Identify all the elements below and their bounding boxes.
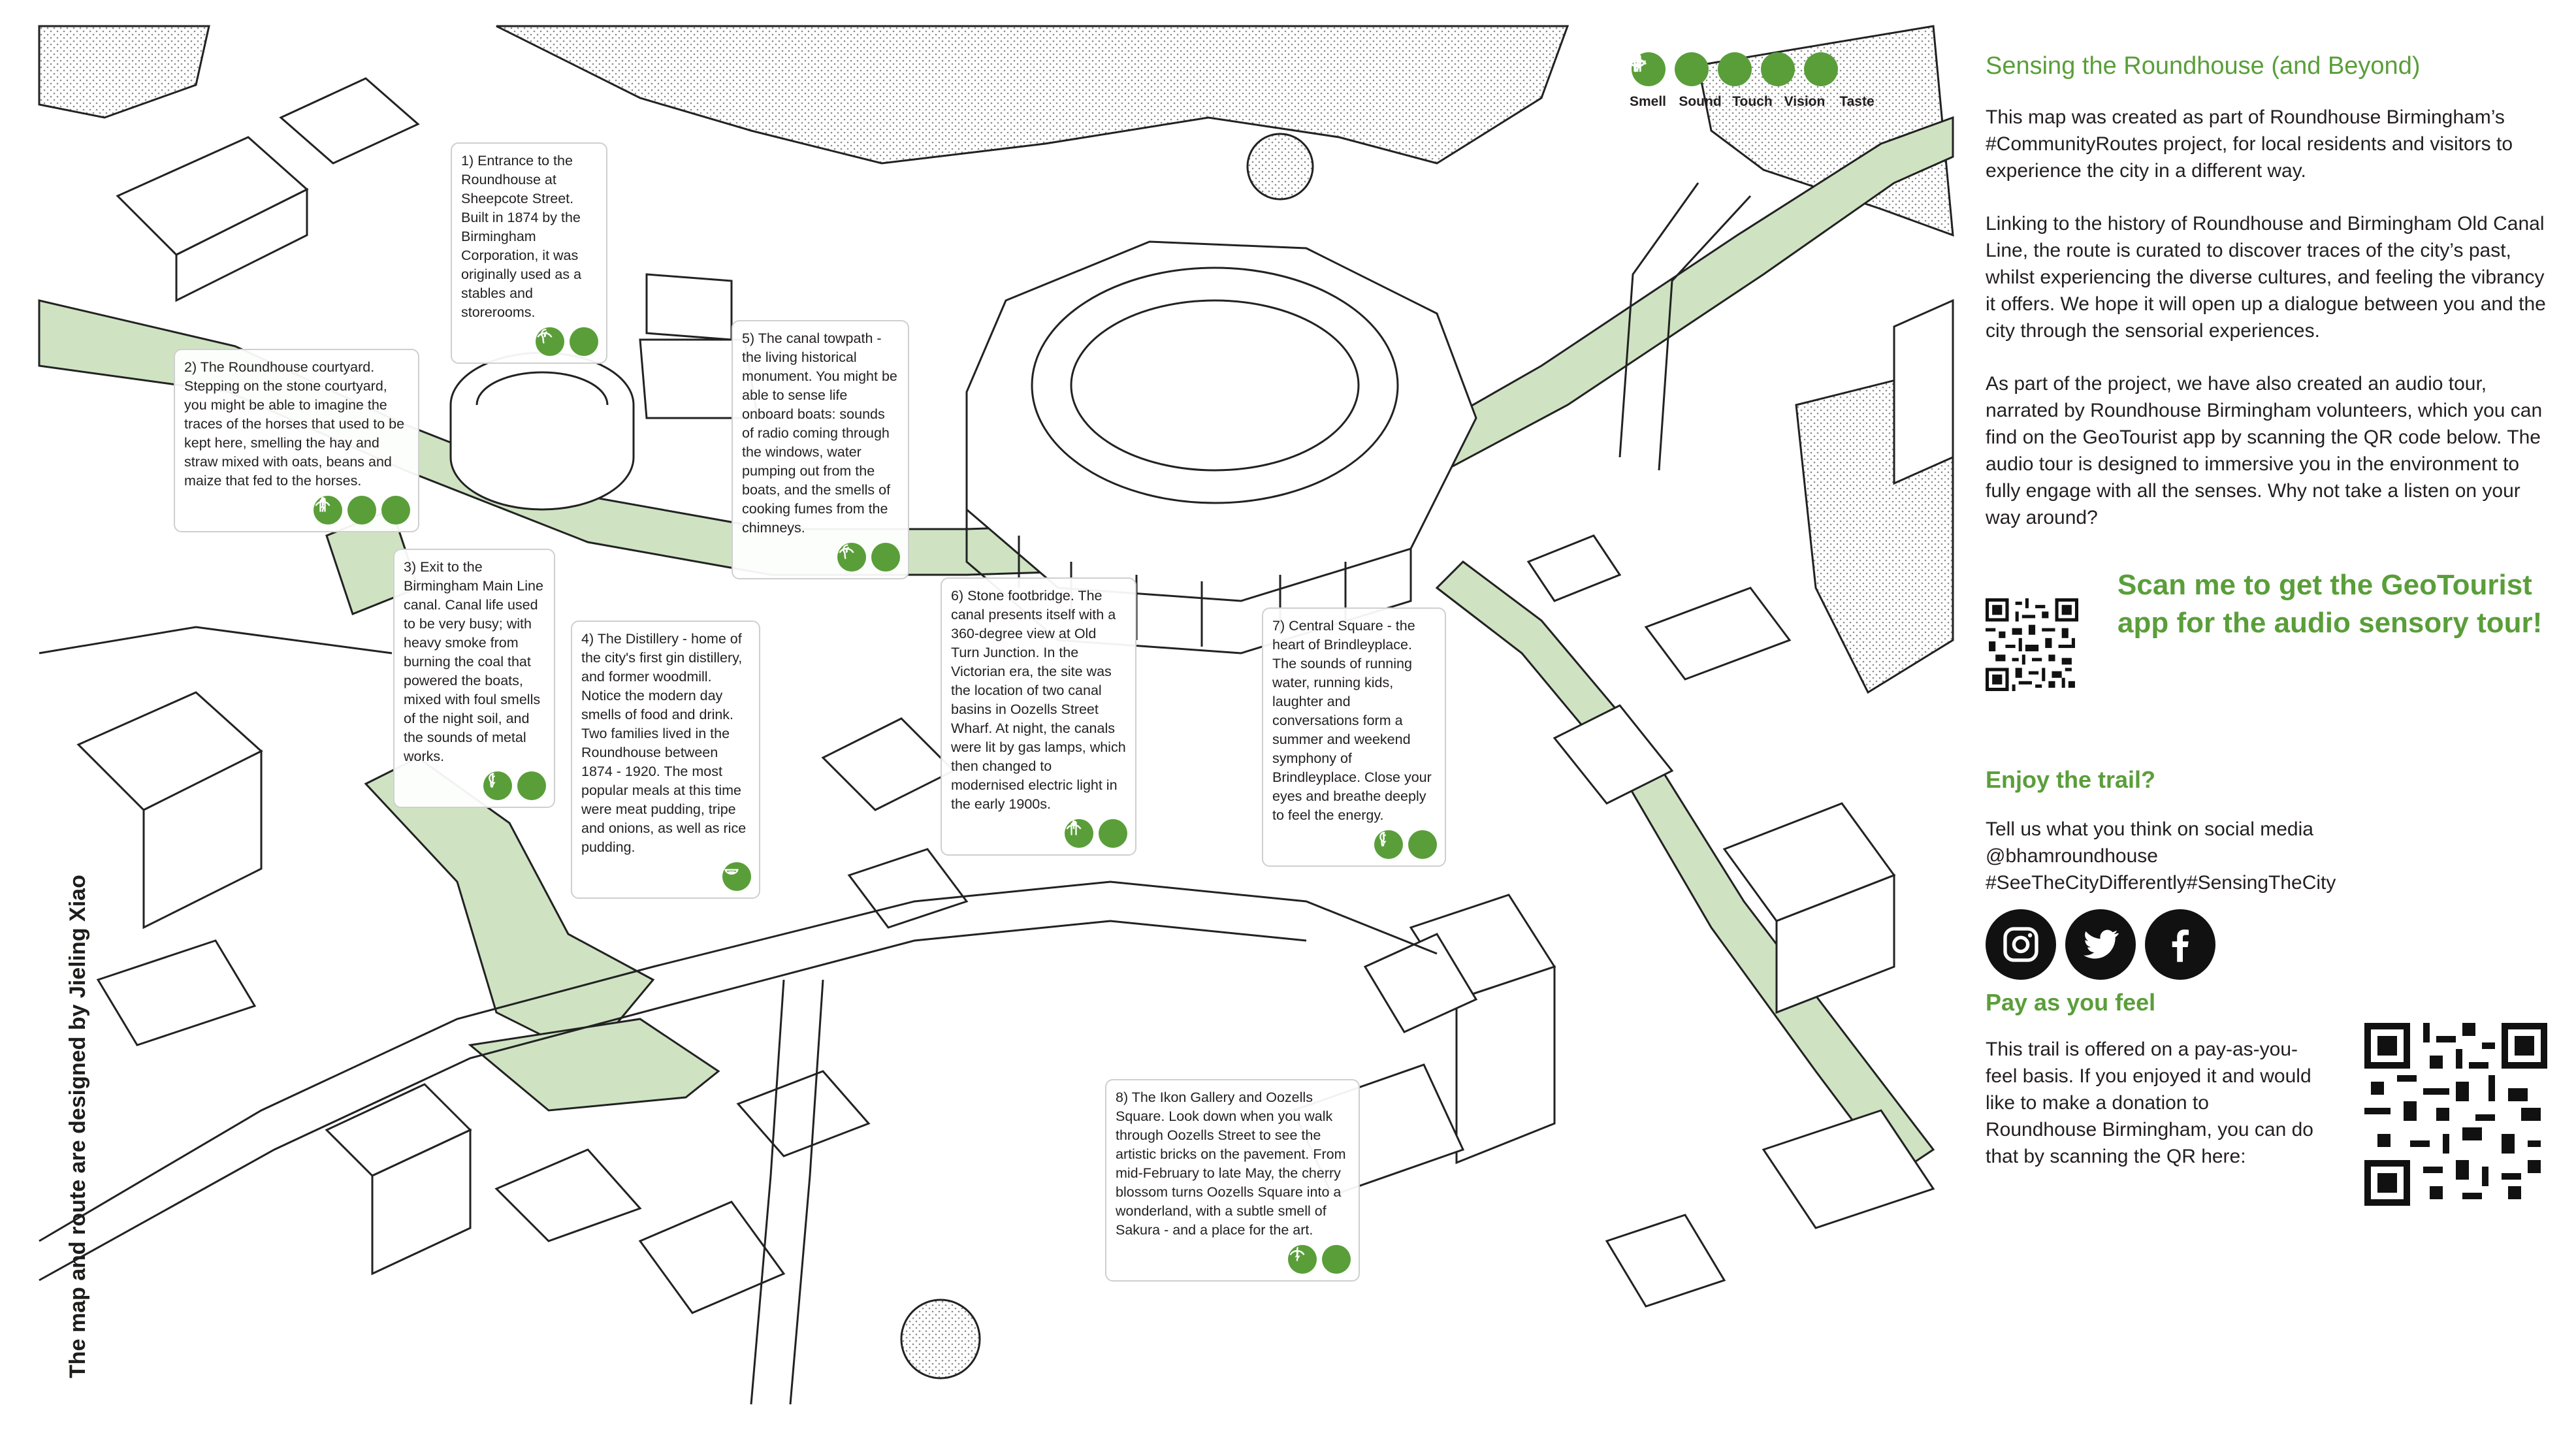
stop-3-text: 3) Exit to the Birmingham Main Line cana… [404, 559, 543, 764]
vision-icon [1289, 1245, 1351, 1274]
smell-icon [1374, 830, 1403, 859]
hashtags: #SeeTheCityDifferently#SensingTheCity [1986, 872, 2336, 894]
enjoy-text: Tell us what you think on social media @… [1986, 816, 2547, 896]
stop-5-callout[interactable]: 5) The canal towpath - the living histor… [732, 320, 909, 579]
social-handle[interactable]: @bhamroundhouse [1986, 845, 2158, 867]
facebook-icon[interactable] [2145, 909, 2215, 980]
roads [39, 182, 1752, 1405]
stop-7-icons [1374, 830, 1437, 859]
scan-call-to-action: Scan me to get the GeoTourist app for th… [2117, 569, 2543, 639]
stippled-area-north [496, 25, 1570, 165]
stop-5-icons [837, 543, 900, 572]
stop-7-callout[interactable]: 7) Central Square - the heart of Brindle… [1262, 607, 1446, 867]
stop-6-callout[interactable]: 6) Stone footbridge. The canal presents … [941, 577, 1136, 856]
stop-2-text: 2) The Roundhouse courtyard. Stepping on… [184, 359, 405, 489]
scan-section: Scan me to get the GeoTourist app for th… [1986, 553, 2547, 736]
stop-3-icons [483, 771, 546, 800]
pay-text: This trail is offered on a pay-as-you-fe… [1986, 1039, 2313, 1167]
sound-icon [1379, 830, 1437, 859]
donation-qr-code[interactable] [2364, 1023, 2547, 1206]
stop-1-text: 1) Entrance to the Roundhouse at Sheepco… [461, 153, 582, 320]
stippled-circle-south [900, 1299, 981, 1380]
stop-3-callout[interactable]: 3) Exit to the Birmingham Main Line cana… [393, 549, 555, 808]
legend-label-vision: Vision [1784, 94, 1826, 109]
stop-4-icons [722, 862, 751, 891]
legend-icons [1628, 52, 1881, 86]
sound-icon [1633, 52, 1709, 86]
stop-1-icons [536, 327, 598, 356]
stop-6-text: 6) Stone footbridge. The canal presents … [951, 588, 1126, 812]
legend-label-touch: Touch [1732, 94, 1773, 109]
stop-2-callout[interactable]: 2) The Roundhouse courtyard. Stepping on… [174, 349, 419, 532]
stop-4-text: 4) The Distillery - home of the city's f… [581, 631, 747, 855]
stop-4-callout[interactable]: 4) The Distillery - home of the city's f… [571, 621, 760, 899]
legend-label-smell: Smell [1629, 94, 1667, 109]
vision-icon [537, 327, 598, 356]
stop-8-text: 8) The Ikon Gallery and Oozells Square. … [1116, 1090, 1346, 1238]
stop-8-icons [1288, 1245, 1351, 1274]
stop-2-icons [314, 496, 410, 525]
vision-icon [1628, 52, 1795, 86]
taste-icon [722, 862, 751, 891]
panel-title: Sensing the Roundhouse (and Beyond) [1986, 52, 2421, 80]
stippled-area-west [38, 25, 210, 119]
arena-building [965, 240, 1477, 654]
twitter-icon[interactable] [2065, 909, 2136, 980]
legend-labels: Smell Sound Touch Vision Taste [1626, 94, 1881, 110]
smell-icon [320, 496, 376, 525]
sound-icon [489, 771, 546, 800]
vision-icon [839, 543, 900, 572]
stop-7-text: 7) Central Square - the heart of Brindle… [1272, 618, 1432, 823]
sound-icon [536, 327, 564, 356]
sketch-map: The map and route are designed by Jielin… [38, 25, 1954, 1405]
stop-8-callout[interactable]: 8) The Ikon Gallery and Oozells Square. … [1105, 1079, 1360, 1282]
map-credit: The map and route are designed by Jielin… [65, 875, 90, 1378]
pay-section: This trail is offered on a pay-as-you-fe… [1986, 1023, 2547, 1206]
touch-icon [1065, 819, 1093, 848]
senses-legend: Smell Sound Touch Vision Taste [1626, 52, 1881, 110]
social-icons [1986, 909, 2547, 980]
legend-label-sound: Sound [1679, 94, 1722, 109]
geotourist-qr-code[interactable] [1986, 553, 2079, 736]
touch-icon [1634, 52, 1752, 86]
audio-tour-paragraph: As part of the project, we have also cre… [1986, 373, 2543, 528]
taste-icon [1628, 52, 1838, 86]
green-area-southwest [468, 1018, 720, 1112]
history-paragraph: Linking to the history of Roundhouse and… [1986, 213, 2546, 342]
enjoy-text-feedback: Tell us what you think on social media [1986, 818, 2313, 840]
smell-icon [1288, 1245, 1317, 1274]
enjoy-heading: Enjoy the trail? [1986, 766, 2156, 793]
stop-6-icons [1065, 819, 1127, 848]
intro-paragraph: This map was created as part of Roundhou… [1986, 106, 2513, 182]
stop-1-callout[interactable]: 1) Entrance to the Roundhouse at Sheepco… [451, 142, 607, 364]
map-drawing [38, 25, 1954, 1405]
stop-5-text: 5) The canal towpath - the living histor… [742, 331, 897, 536]
vision-icon [1066, 819, 1127, 848]
smell-icon [483, 771, 512, 800]
buildings [76, 77, 1954, 1314]
touch-icon [319, 496, 410, 525]
info-panel: Sensing the Roundhouse (and Beyond) This… [1986, 52, 2547, 1206]
legend-label-taste: Taste [1839, 94, 1875, 109]
stippled-roundabout [1246, 133, 1314, 201]
roundhouse-building [449, 351, 635, 511]
pay-heading: Pay as you feel [1986, 989, 2156, 1016]
instagram-icon[interactable] [1986, 909, 2056, 980]
